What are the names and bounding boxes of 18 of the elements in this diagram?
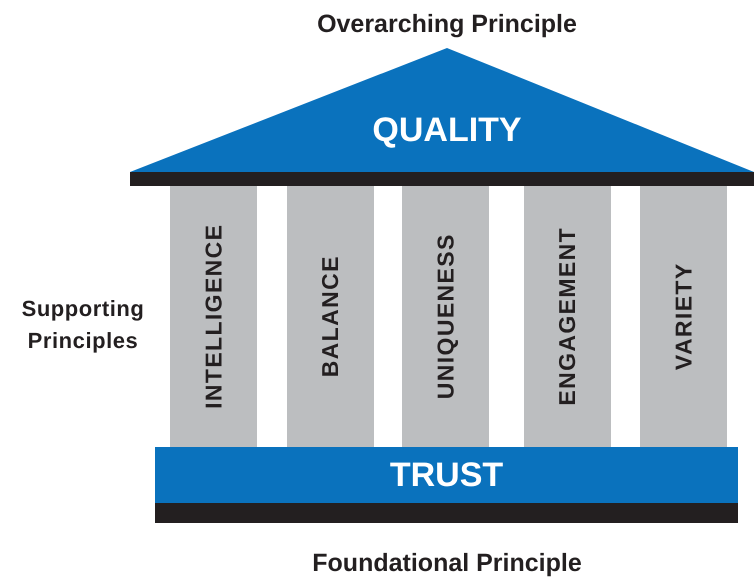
pillar: [287, 186, 374, 447]
pillar-label: BALANCE: [316, 255, 344, 378]
pillar-label: UNIQUENESS: [431, 234, 460, 400]
pillar: [402, 186, 489, 447]
pillar: [524, 186, 611, 447]
side-label: Supporting Principles: [20, 295, 146, 355]
pillar: [640, 186, 727, 447]
footer-label: Foundational Principle: [311, 548, 583, 579]
pillar-label: VARIETY: [669, 262, 698, 370]
pillar-label: INTELLIGENCE: [199, 224, 228, 410]
dark-bar: [130, 172, 754, 186]
base-label: TRUST: [390, 454, 504, 496]
roof-label: QUALITY: [371, 110, 523, 150]
dark-bar: [155, 503, 738, 523]
heading: Overarching Principle: [316, 9, 578, 40]
pillar: [170, 186, 257, 447]
pillar-label: ENGAGEMENT: [553, 227, 582, 406]
base-bar: [155, 447, 738, 503]
